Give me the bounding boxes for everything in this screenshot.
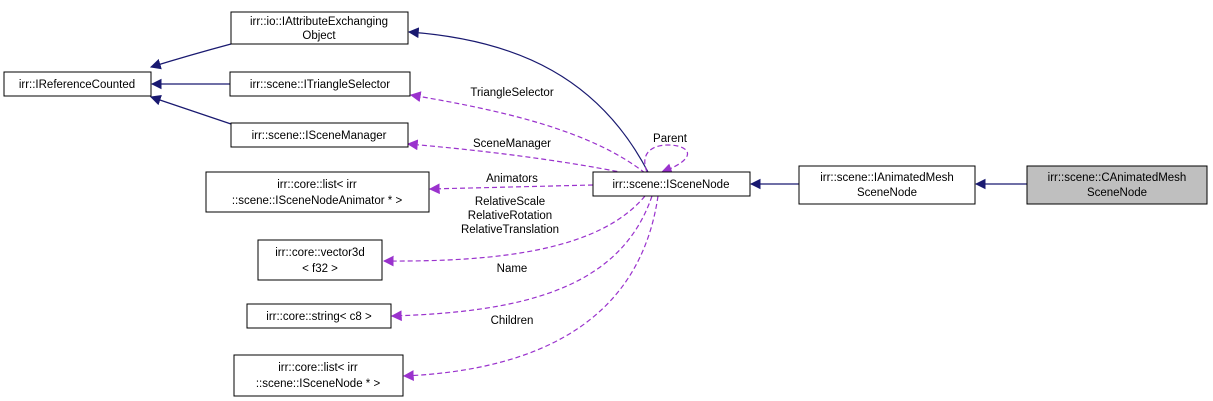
edge-animators (428, 183, 594, 195)
node-iscenenode[interactable]: irr::scene::ISceneNode (592, 171, 751, 197)
svg-text:irr::scene::IAnimatedMesh: irr::scene::IAnimatedMesh (820, 172, 954, 184)
svg-text:::scene::ISceneNodeAnimator *: ::scene::ISceneNodeAnimator * > (232, 195, 403, 207)
node-itriangleselector[interactable]: irr::scene::ITriangleSelector (229, 71, 411, 97)
svg-text:Name: Name (497, 263, 528, 275)
node-iscenemanager[interactable]: irr::scene::ISceneManager (230, 122, 409, 148)
edge-label-triangleselector: TriangleSelector (470, 87, 553, 99)
svg-text:::scene::ISceneNode * >: ::scene::ISceneNode * > (256, 378, 381, 390)
svg-text:irr::core::vector3d: irr::core::vector3d (275, 247, 364, 259)
node-list-scenenode[interactable]: irr::core::list< irr ::scene::ISceneNode… (233, 354, 404, 397)
svg-text:< f32 >: < f32 > (302, 263, 338, 275)
edge-parent-self (644, 144, 688, 174)
svg-text:irr::scene::CAnimatedMesh: irr::scene::CAnimatedMesh (1048, 172, 1187, 184)
edge-label-relative: RelativeScale RelativeRotation RelativeT… (461, 196, 559, 236)
svg-text:TriangleSelector: TriangleSelector (470, 87, 553, 99)
svg-text:SceneManager: SceneManager (473, 138, 551, 150)
svg-text:SceneNode: SceneNode (1087, 187, 1147, 199)
svg-text:SceneNode: SceneNode (857, 187, 917, 199)
svg-text:irr::core::string< c8 >: irr::core::string< c8 > (266, 311, 372, 323)
svg-text:irr::IReferenceCounted: irr::IReferenceCounted (19, 79, 135, 91)
edge-iattributeexchanging-to-ireferencecounted (149, 43, 232, 70)
svg-text:irr::io::IAttributeExchanging: irr::io::IAttributeExchanging (250, 16, 388, 28)
edge-label-children: Children (491, 315, 534, 327)
svg-text:RelativeRotation: RelativeRotation (468, 210, 552, 222)
edge-iscenemanager-to-ireferencecounted (149, 94, 232, 125)
node-canimatedmesh-scenenode[interactable]: irr::scene::CAnimatedMesh SceneNode (1026, 165, 1208, 205)
node-iattributeexchanging-object[interactable]: irr::io::IAttributeExchanging Object (230, 11, 409, 45)
edge-name (390, 195, 653, 322)
svg-text:irr::core::list< irr: irr::core::list< irr (278, 362, 358, 374)
edge-relative (382, 195, 646, 267)
svg-text:Children: Children (491, 315, 534, 327)
svg-text:Animators: Animators (486, 173, 538, 185)
edge-label-name: Name (497, 263, 528, 275)
node-ireferencecounted[interactable]: irr::IReferenceCounted (3, 71, 152, 97)
edge-label-scenemanager: SceneManager (473, 138, 551, 150)
edge-iscenenode-to-iattributeexchanging (407, 27, 649, 173)
svg-text:Parent: Parent (653, 133, 688, 145)
edge-label-parent: Parent (653, 133, 688, 145)
edge-children (402, 195, 659, 381)
svg-text:irr::scene::ISceneNode: irr::scene::ISceneNode (613, 179, 730, 191)
edge-scenemanager (406, 139, 626, 174)
node-list-scenenodeanimator[interactable]: irr::core::list< irr ::scene::ISceneNode… (205, 171, 430, 213)
node-string-c8[interactable]: irr::core::string< c8 > (246, 303, 392, 329)
svg-text:RelativeScale: RelativeScale (475, 196, 545, 208)
svg-text:Object: Object (302, 30, 336, 42)
svg-text:irr::scene::ITriangleSelector: irr::scene::ITriangleSelector (250, 79, 390, 91)
node-ianimatedmesh-scenenode[interactable]: irr::scene::IAnimatedMesh SceneNode (798, 165, 976, 205)
svg-text:RelativeTranslation: RelativeTranslation (461, 224, 559, 236)
edge-label-animators: Animators (486, 173, 538, 185)
svg-text:irr::scene::ISceneManager: irr::scene::ISceneManager (252, 130, 387, 142)
node-vector3d-f32[interactable]: irr::core::vector3d < f32 > (257, 239, 383, 281)
edge-triangleselector (409, 91, 646, 174)
svg-text:irr::core::list< irr: irr::core::list< irr (277, 179, 357, 191)
